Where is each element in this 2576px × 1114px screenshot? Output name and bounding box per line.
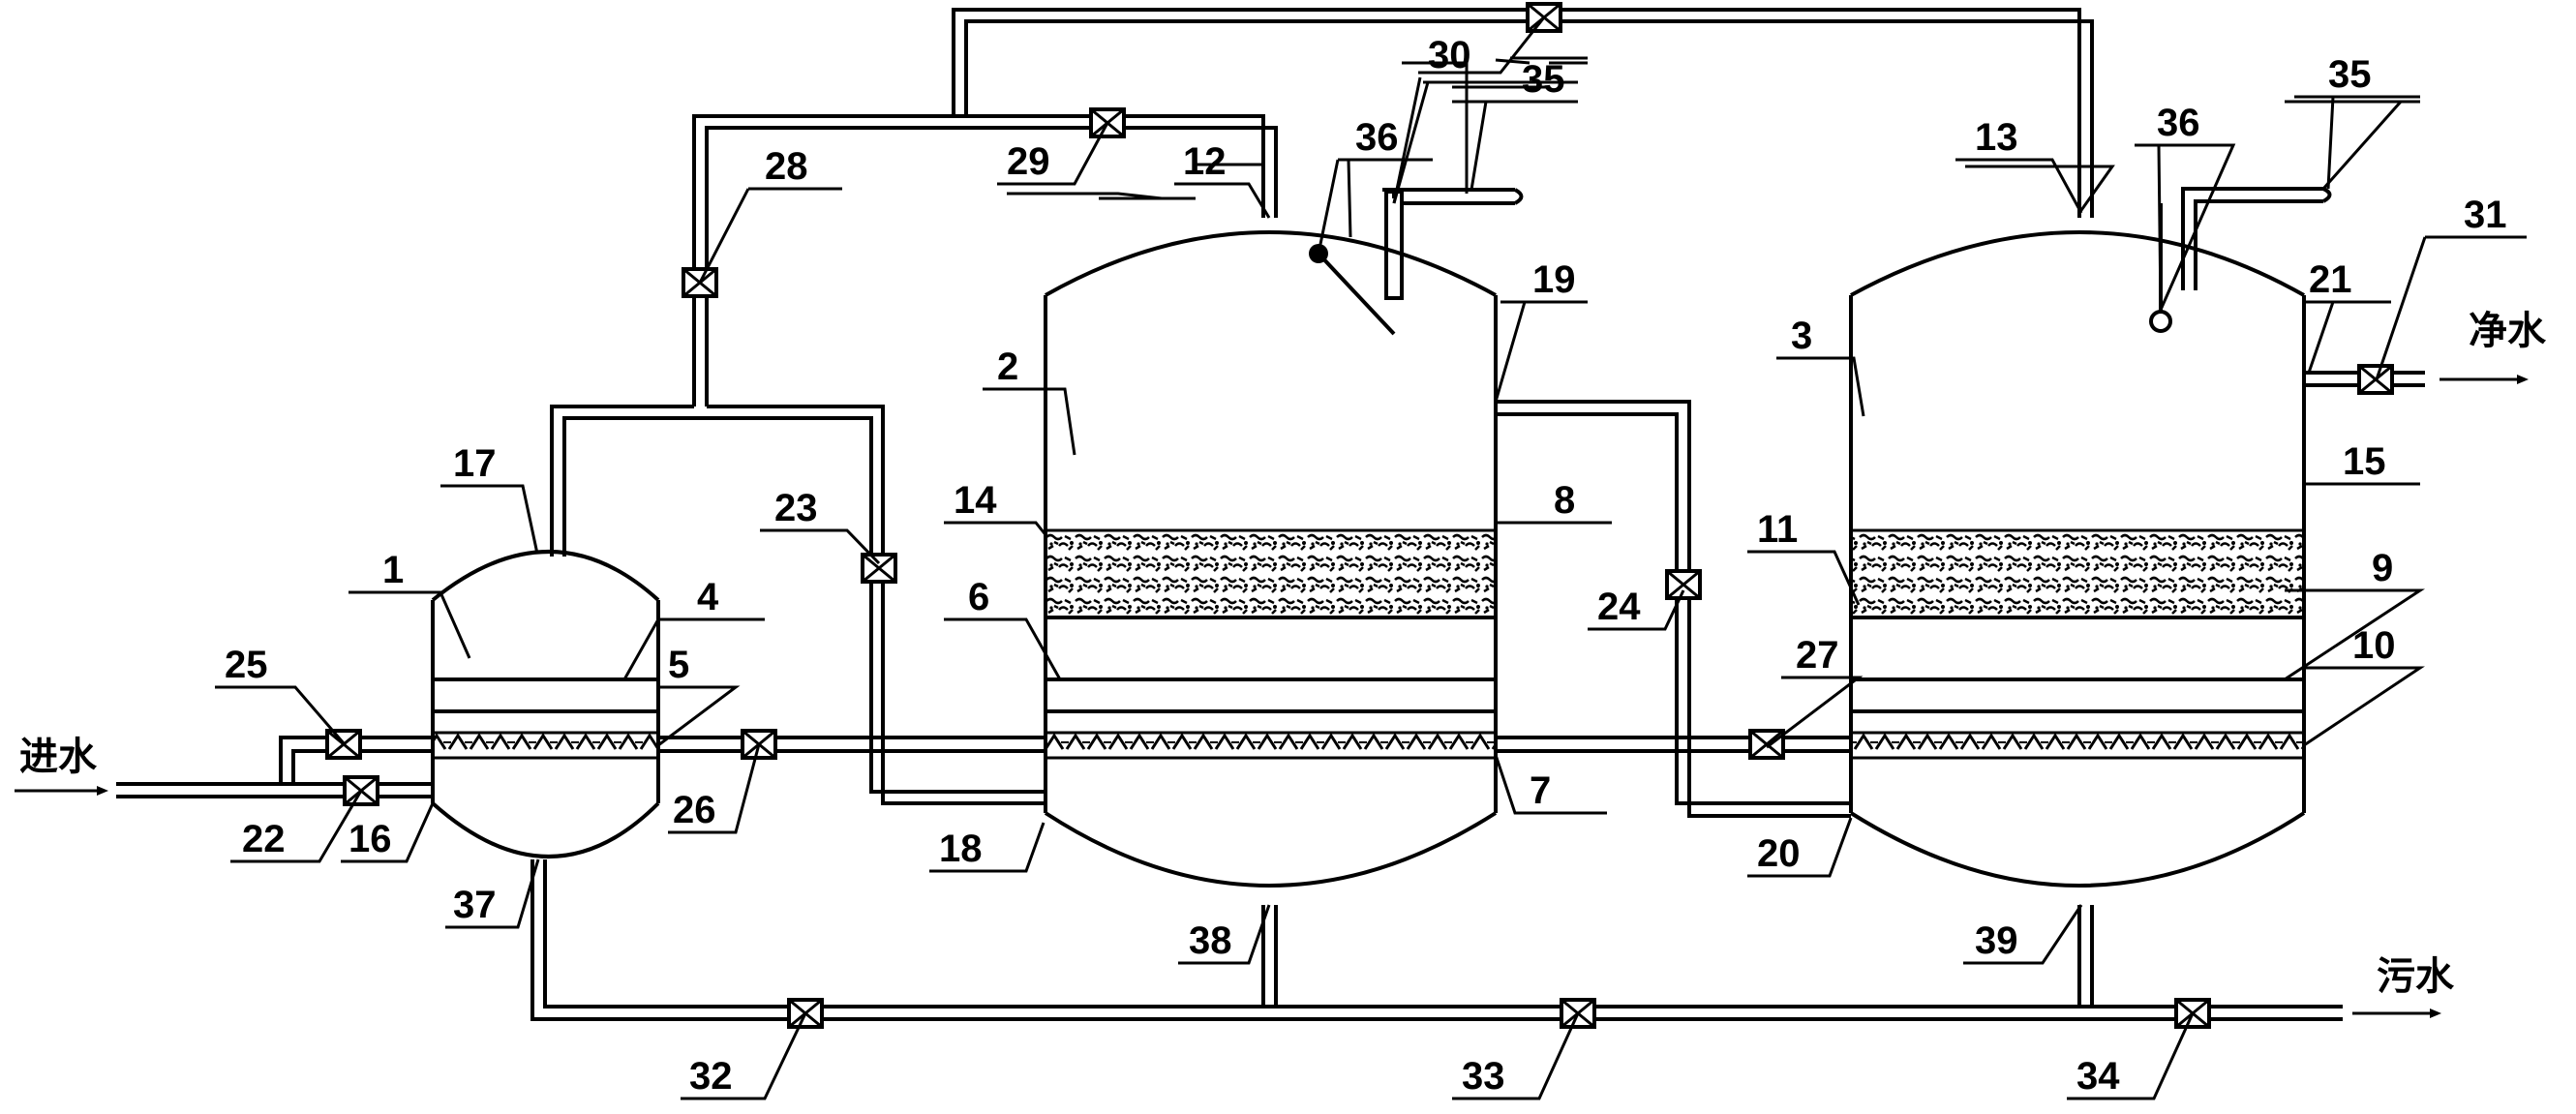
valve-25[interactable]	[325, 729, 362, 760]
label-14: 14	[954, 479, 997, 522]
label-20: 20	[1757, 832, 1801, 875]
label-5: 5	[668, 644, 689, 686]
label-27: 27	[1796, 634, 1839, 677]
label-19: 19	[1532, 258, 1576, 301]
flow-label-group: 进水 净水 污水	[19, 309, 2547, 999]
label-33: 33	[1462, 1055, 1505, 1098]
label-39: 39	[1975, 919, 2018, 962]
piping	[116, 8, 2425, 1021]
vessel-1	[431, 550, 660, 858]
vessel-2	[1044, 190, 1498, 888]
label-13: 13	[1975, 116, 2018, 159]
label-18: 18	[939, 828, 983, 870]
label-36-left: 36	[1355, 116, 1399, 159]
label-37: 37	[453, 884, 497, 926]
callouts	[215, 16, 2527, 1100]
valve-32[interactable]	[787, 998, 824, 1029]
label-30: 30	[1428, 34, 1471, 76]
label-11: 11	[1757, 508, 1798, 551]
label-4: 4	[697, 576, 719, 618]
label-6: 6	[968, 576, 989, 618]
vessel-3	[1849, 203, 2306, 888]
label-16: 16	[349, 818, 392, 860]
valve-22[interactable]	[343, 775, 379, 806]
label-3: 3	[1791, 315, 1812, 357]
label-24: 24	[1597, 586, 1641, 628]
waste-water-label: 污水	[2377, 954, 2455, 999]
valve-27[interactable]	[1748, 729, 1785, 760]
label-1: 1	[382, 549, 404, 591]
label-10: 10	[2352, 624, 2396, 667]
label-9: 9	[2372, 547, 2393, 589]
label-22: 22	[242, 818, 286, 860]
flow-arrows	[15, 375, 2529, 1018]
label-21: 21	[2309, 258, 2352, 301]
distribution-plate-5	[435, 733, 656, 758]
label-31: 31	[2464, 194, 2507, 236]
label-32: 32	[689, 1055, 733, 1098]
valve-24[interactable]	[1665, 569, 1702, 600]
label-29: 29	[1007, 140, 1050, 183]
valve-23[interactable]	[861, 553, 897, 584]
label-34: 34	[2076, 1055, 2120, 1098]
label-17: 17	[453, 442, 497, 485]
label-7: 7	[1530, 769, 1551, 812]
label-12: 12	[1183, 140, 1227, 183]
valve-31[interactable]	[2357, 364, 2394, 395]
label-15: 15	[2343, 440, 2386, 483]
label-36-right: 36	[2157, 102, 2200, 144]
inlet-label: 进水	[19, 735, 98, 779]
label-38: 38	[1189, 919, 1232, 962]
clean-water-label: 净水	[2469, 309, 2547, 353]
label-35-left: 35	[1522, 58, 1565, 101]
distribution-plate-7	[1047, 733, 1494, 758]
label-23: 23	[774, 487, 818, 529]
label-28: 28	[765, 145, 808, 188]
label-35-right: 35	[2328, 53, 2372, 96]
label-2: 2	[997, 346, 1018, 388]
filter-media-15	[1853, 530, 2302, 616]
label-25: 25	[225, 644, 268, 686]
label-26: 26	[673, 789, 716, 831]
number-labels: 30 35 36 29 12 28 13 36 35 21 31 19 2 3 …	[225, 34, 2507, 1098]
filter-media-14	[1047, 530, 1494, 616]
label-8: 8	[1554, 479, 1575, 522]
distribution-plate-10	[1853, 733, 2302, 758]
